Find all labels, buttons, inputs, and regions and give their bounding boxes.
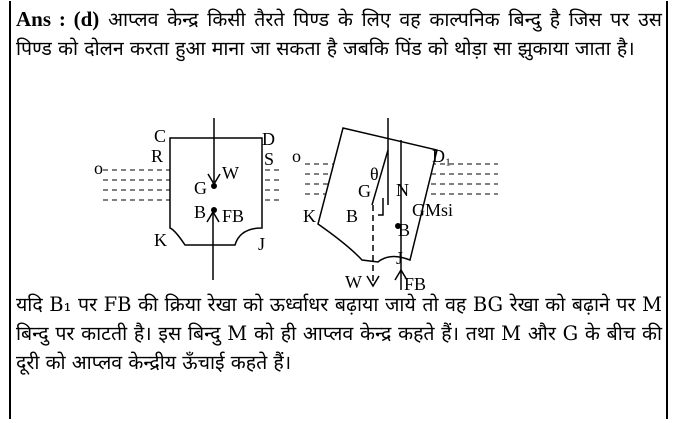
right-center-b1-dot xyxy=(395,223,401,229)
left-center-b-dot xyxy=(211,207,217,213)
right-axis-ticks xyxy=(378,198,384,216)
left-corner-s: S xyxy=(264,149,274,169)
right-tilted-axis xyxy=(371,149,389,206)
right-tilted-body xyxy=(317,127,438,263)
right-water-o: o xyxy=(292,146,301,166)
right-corner-k: K xyxy=(303,206,316,226)
right-meta-n-label: N xyxy=(396,180,409,200)
left-corner-j: J xyxy=(258,234,265,254)
left-floating-body xyxy=(169,137,263,246)
answer-text: आप्लव केन्द्र किसी तैरते पिण्ड के लिए वह… xyxy=(16,8,662,60)
left-center-g-dot xyxy=(211,183,217,189)
right-gmsi-label: GMsi xyxy=(412,200,453,220)
left-corner-c: C xyxy=(154,126,166,146)
left-weight-label: W xyxy=(222,163,239,183)
right-center-b-label: B xyxy=(346,206,358,226)
right-weight-label: W xyxy=(345,272,362,292)
right-center-b1-label: B xyxy=(398,220,410,240)
left-center-g-label: G xyxy=(194,178,207,198)
answer-frame xyxy=(9,1,668,419)
right-corner-j: J xyxy=(396,248,403,268)
right-buoyancy-arrow xyxy=(394,268,408,281)
right-center-g-label: G xyxy=(358,181,371,201)
left-corner-k: K xyxy=(154,230,167,250)
right-buoyancy-label: FB xyxy=(404,274,426,294)
left-buoyancy-label: FB xyxy=(222,206,244,226)
right-weight-arrow xyxy=(366,275,380,288)
answer-label: Ans : (d) xyxy=(16,7,100,31)
left-water-o: o xyxy=(94,158,103,178)
right-theta: θ xyxy=(370,164,379,184)
left-corner-r: R xyxy=(151,146,163,166)
explanation-paragraph: यदि B₁ पर FB की क्रिया रेखा को ऊर्ध्वाधर… xyxy=(16,293,662,374)
right-corner-d1: D₁ xyxy=(432,146,451,166)
answer-paragraph: Ans : (d) आप्लव केन्द्र किसी तैरते पिण्ड… xyxy=(16,5,662,63)
left-center-b-label: B xyxy=(194,202,206,222)
left-corner-d: D xyxy=(262,129,275,149)
